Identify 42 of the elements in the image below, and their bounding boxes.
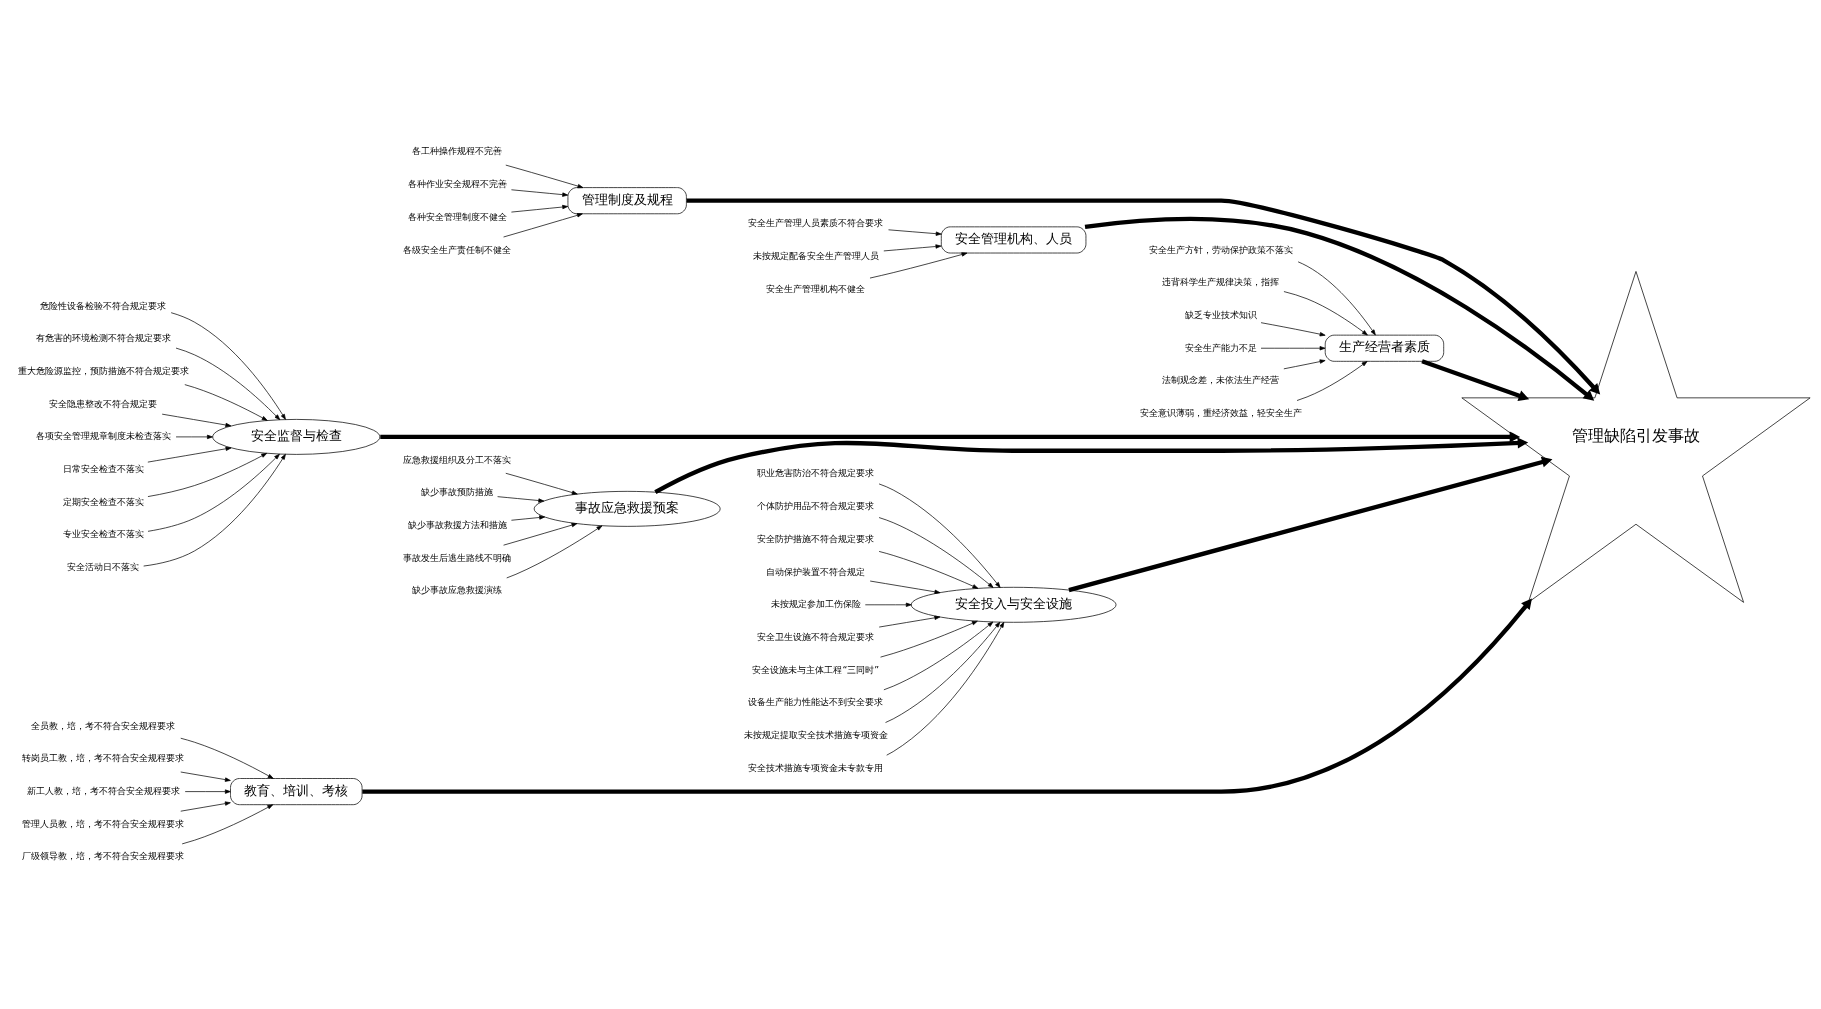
node-text: 危险性设备检验不符合规定要求 (39, 299, 166, 311)
node-text: 日常安全检查不落实 (62, 463, 144, 475)
node-text: 个体防护用品不符合规定要求 (756, 500, 874, 512)
node-text: 新工人教，培，考不符合安全规程要求 (26, 785, 180, 797)
node-text: 缺少事故救援方法和措施 (407, 519, 507, 531)
node-text: 未按规定参加工伤保险 (770, 598, 861, 610)
node-text: 安全隐患整改不符合规定要 (48, 397, 157, 409)
node-text: 安全意识薄弱，重经济效益，轻安全生产 (1139, 407, 1302, 419)
node-text: 缺少事故预防措施 (420, 486, 493, 498)
node-text: 安全卫生设施不符合规定要求 (756, 630, 874, 642)
node-text: 缺乏专业技术知识 (1184, 309, 1257, 320)
node-text: 违背科学生产规律决策，指挥 (1161, 276, 1279, 288)
node-text: 各工种操作规程不完善 (411, 145, 502, 157)
node-text: 安全防护措施不符合规定要求 (756, 532, 874, 544)
node-text: 法制观念差，未依法生产经营 (1161, 374, 1279, 386)
node-text: 未按规定提取安全技术措施专项资金 (743, 729, 888, 741)
node-text: 管理人员教，培，考不符合安全规程要求 (21, 817, 184, 829)
node-text: 未按规定配备安全生产管理人员 (752, 250, 879, 262)
node-text: 事故发生后逃生路线不明确 (402, 551, 511, 563)
node-text: 安全生产方针，劳动保护政策不落实 (1148, 243, 1293, 255)
node-text: 各级安全生产责任制不健全 (402, 243, 511, 255)
node-text: 安全技术措施专项资金未专款专用 (747, 761, 883, 773)
node-text: 各项安全管理规章制度未检查落实 (35, 430, 171, 442)
node-text: 重大危险源监控，预防措施不符合规定要求 (17, 364, 189, 376)
node-text: 全员教，培，考不符合安全规程要求 (30, 719, 175, 731)
node-text: 各种安全管理制度不健全 (407, 210, 507, 222)
node-text: 安全生产管理机构不健全 (765, 282, 865, 294)
node-text: 转岗员工教，培，考不符合安全规程要求 (21, 752, 184, 764)
node-text: 安全设施未与主体工程“三同时” (751, 663, 879, 675)
node-text: 安全生产管理人员素质不符合要求 (747, 217, 883, 229)
node-text: 缺少事故应急救援演练 (411, 584, 502, 596)
node-text: 安全生产能力不足 (1184, 341, 1257, 353)
node-text: 定期安全检查不落实 (62, 495, 144, 507)
node-text: 安全活动日不落实 (66, 561, 139, 573)
node-text: 职业危害防治不符合规定要求 (756, 467, 874, 479)
node-text: 厂级领导教，培，考不符合安全规程要求 (21, 850, 184, 862)
node-text: 专业安全检查不落实 (62, 528, 144, 540)
node-text: 应急救援组织及分工不落实 (402, 453, 511, 465)
node-text: 设备生产能力性能达不到安全要求 (747, 696, 883, 708)
node-text: 有危害的环境检测不符合规定要求 (35, 332, 171, 344)
node-text: 各种作业安全规程不完善 (407, 178, 507, 190)
node-text: 自动保护装置不符合规定 (765, 565, 865, 577)
